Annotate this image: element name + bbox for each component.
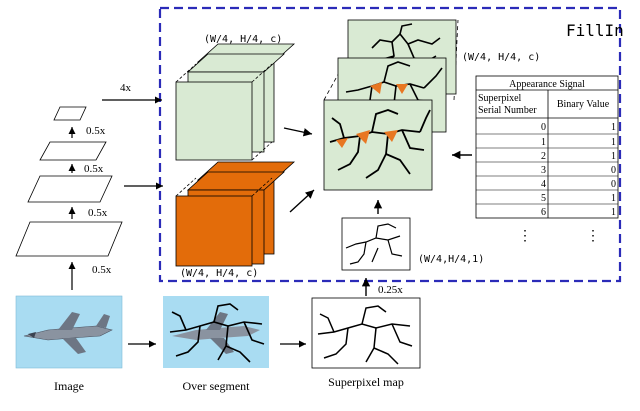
- table-ellipsis-right: ⋮: [586, 229, 600, 244]
- scale-label-0-5x-2: 0.5x: [84, 163, 104, 175]
- serial-cell-2: 2: [541, 151, 546, 162]
- fillin-title: FillIn: [566, 21, 624, 40]
- scale-label-0-5x-1: 0.5x: [86, 125, 106, 137]
- over-segment-image: [163, 296, 269, 368]
- table-header-binary: Binary Value: [557, 99, 610, 110]
- table-header-serial-line2: Serial Number: [478, 105, 537, 116]
- value-cell-1: 1: [611, 137, 616, 148]
- value-cell-3: 0: [611, 165, 616, 176]
- appearance-signal-table: Appearance Signal Superpixel Serial Numb…: [475, 75, 619, 244]
- arrow-lower-to-stack: [289, 189, 315, 213]
- serial-cell-4: 4: [541, 179, 546, 190]
- jet-icon: [23, 312, 113, 354]
- serial-cell-6: 6: [541, 207, 546, 218]
- masked-feature-stack: [323, 19, 459, 191]
- serial-cell-3: 3: [541, 165, 546, 176]
- scale-label-0-25x: 0.25x: [378, 284, 403, 296]
- value-cell-5: 1: [611, 193, 616, 204]
- image-pyramid: [15, 106, 123, 257]
- pyramid-level-1: [53, 106, 87, 121]
- upper-block-dims: (W/4, H/4, c): [204, 34, 282, 45]
- lower-feature-block: [175, 161, 296, 267]
- input-map-dims: (W/4,H/4,1): [418, 254, 484, 265]
- value-cell-6: 1: [611, 207, 616, 218]
- pyramid-level-2: [39, 141, 107, 161]
- caption-over-segment: Over segment: [183, 379, 251, 393]
- small-map-segments: [345, 223, 403, 265]
- scale-label-0-5x-4: 0.5x: [92, 264, 112, 276]
- upper-feature-block: [175, 43, 296, 161]
- caption-superpixel-map: Superpixel map: [328, 375, 404, 389]
- fillin-module-border: [158, 6, 622, 283]
- pyramid-level-3: [27, 175, 113, 203]
- value-cell-4: 0: [611, 179, 616, 190]
- scale-label-4x: 4x: [120, 82, 132, 94]
- value-cell-2: 1: [611, 151, 616, 162]
- input-superpixel-map-small: [341, 217, 411, 271]
- table-ellipsis-left: ⋮: [518, 229, 532, 244]
- lower-block-dims: (W/4, H/4, c): [180, 268, 258, 279]
- serial-cell-0: 0: [541, 122, 546, 133]
- serial-cell-1: 1: [541, 137, 546, 148]
- scale-label-0-5x-3: 0.5x: [88, 207, 108, 219]
- serial-cell-5: 5: [541, 193, 546, 204]
- input-image: [16, 296, 122, 368]
- value-cell-0: 1: [611, 122, 616, 133]
- mask-stack-dims: (W/4, H/4, c): [462, 52, 540, 63]
- table-header-serial-line1: Superpixel: [478, 93, 522, 104]
- arrow-upper-to-stack: [283, 127, 313, 137]
- superpixel-boundaries: [317, 305, 413, 365]
- table-title: Appearance Signal: [509, 79, 585, 90]
- pyramid-level-4: [15, 221, 123, 257]
- caption-image: Image: [54, 379, 84, 393]
